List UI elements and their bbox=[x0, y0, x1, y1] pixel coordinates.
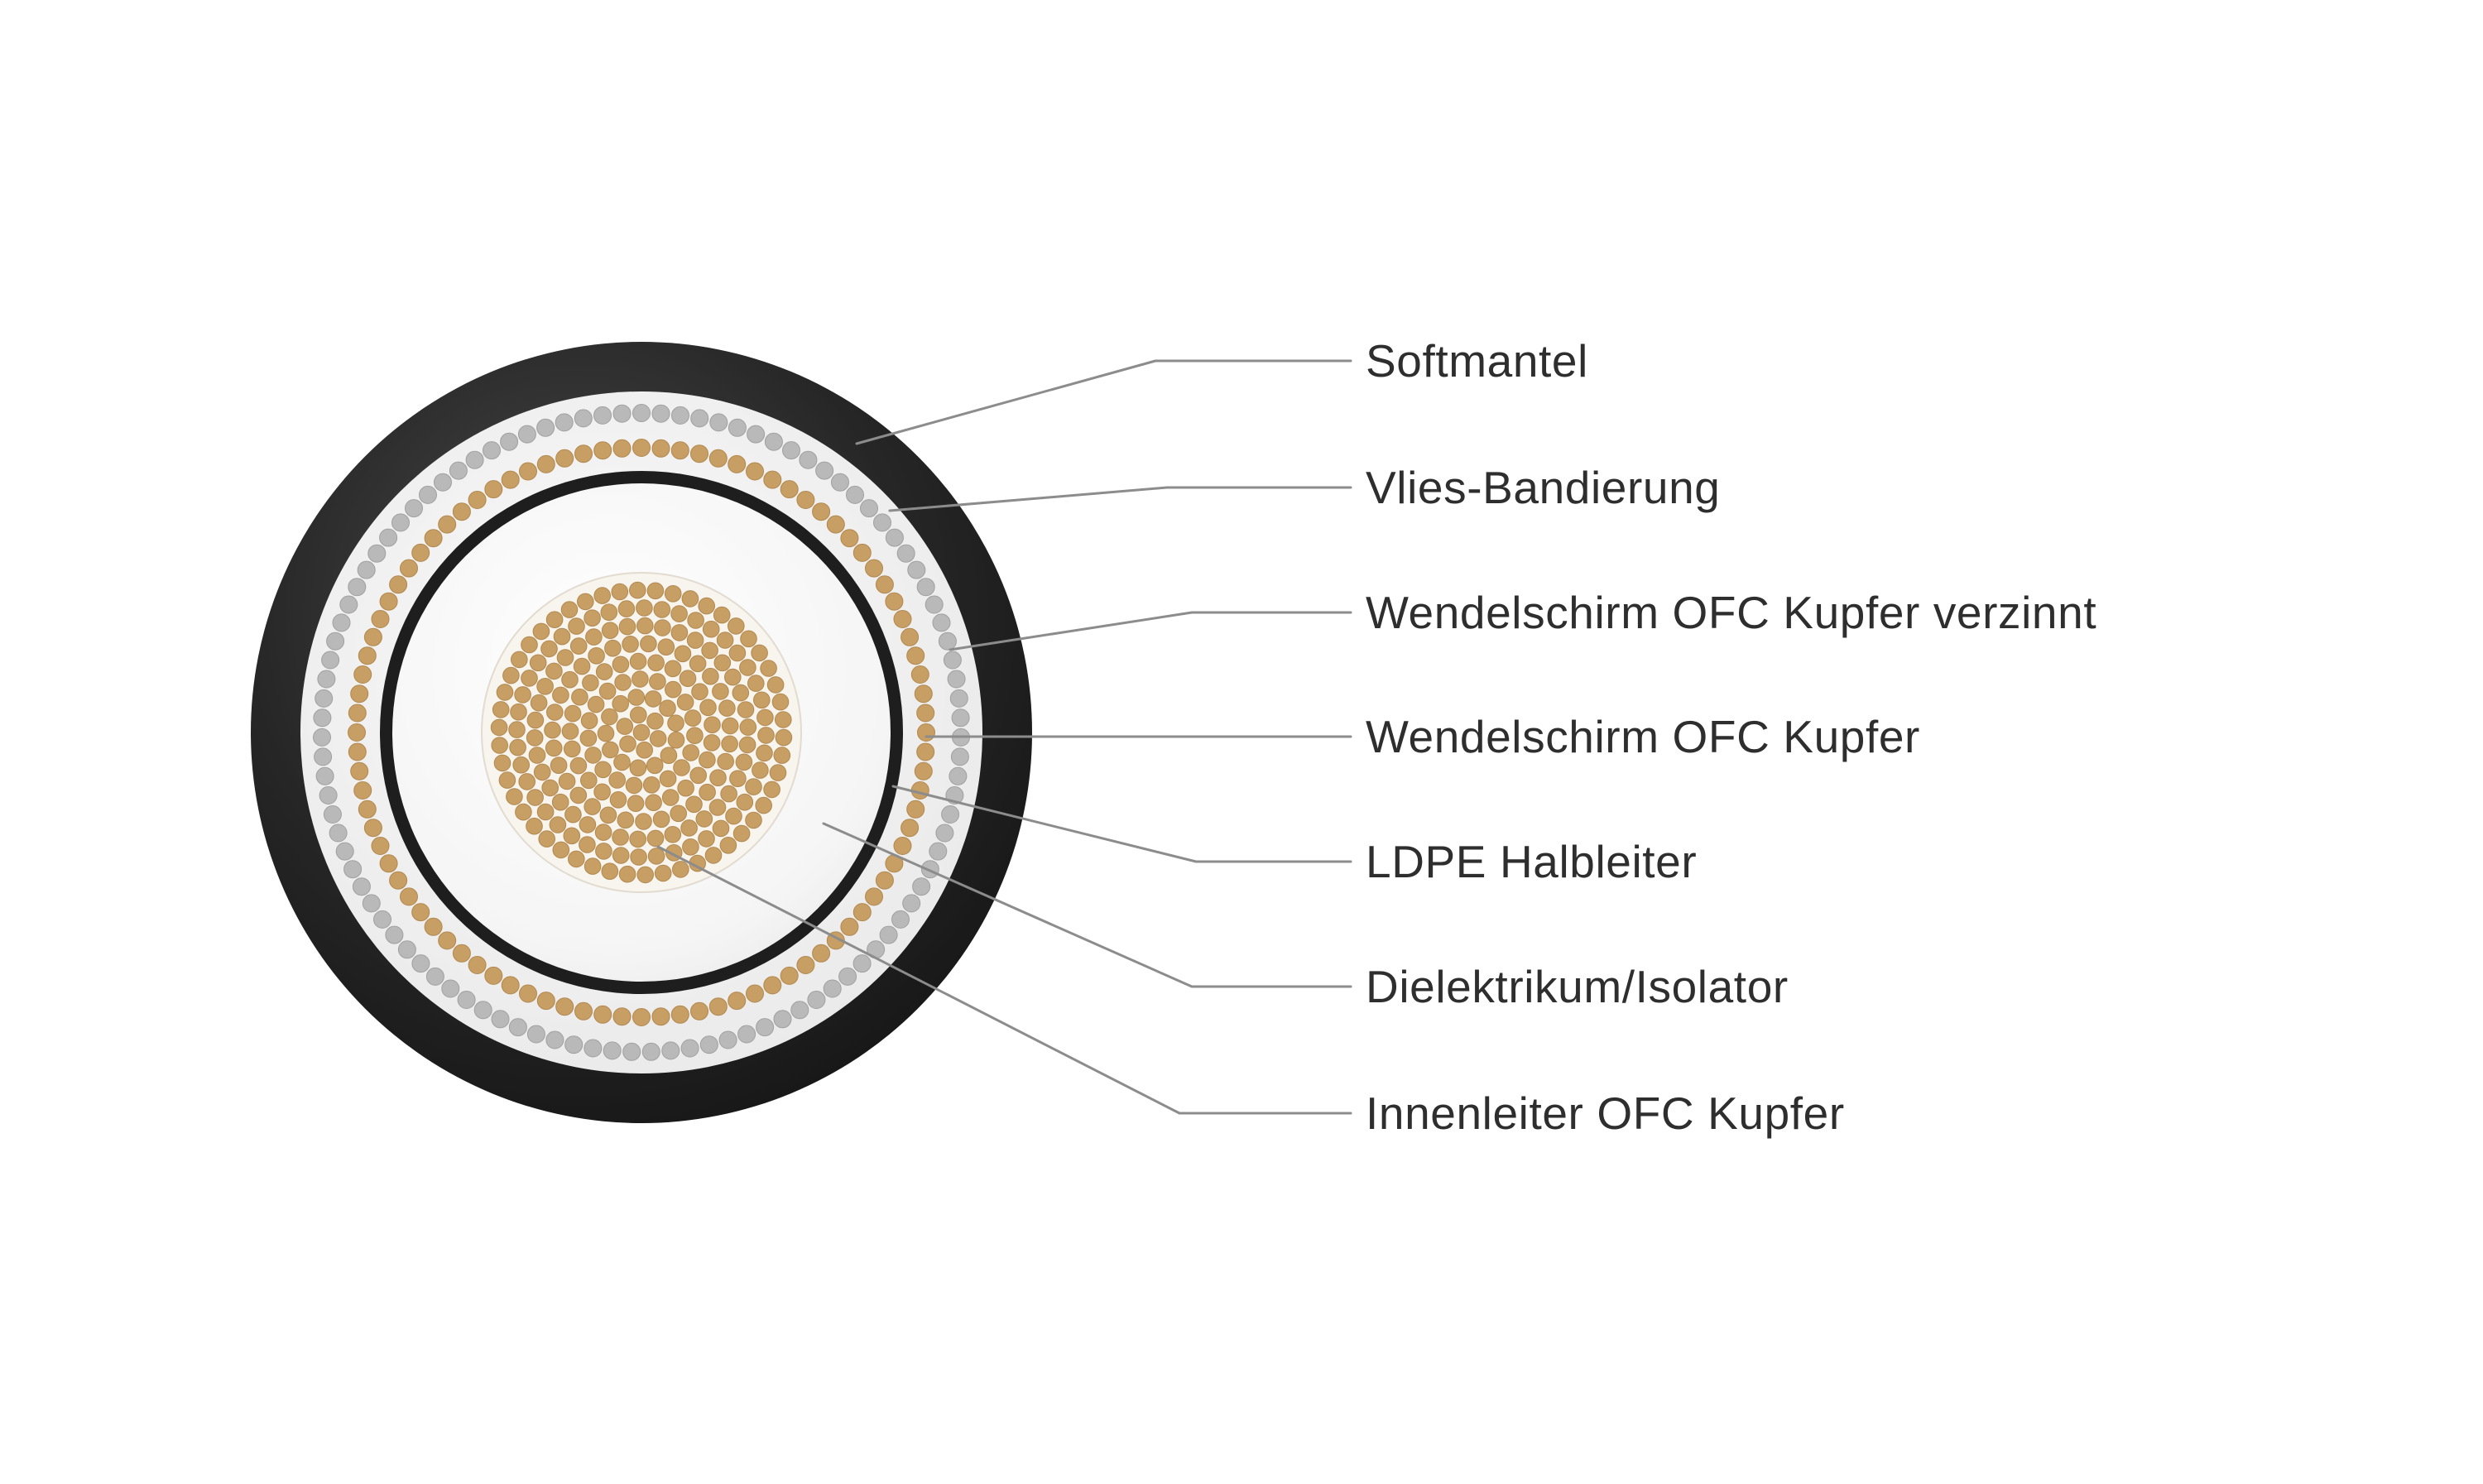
leader-line-ldpe-halbleiter bbox=[891, 785, 1352, 863]
leader-line-wendelschirm-ofc-kupfer-verzinnt bbox=[949, 611, 1352, 651]
leader-line-vlies-bandierung bbox=[888, 486, 1352, 512]
leader-line-innenleiter-ofc-kupfer bbox=[656, 845, 1352, 1115]
leader-line-dielektrikum-isolator bbox=[822, 822, 1352, 988]
inner-conductor-dots bbox=[490, 581, 793, 884]
leader-line-softmantel bbox=[855, 359, 1352, 445]
shield-dots-tinned-copper bbox=[313, 404, 970, 1061]
shield-dots-ofc-copper bbox=[348, 439, 935, 1026]
